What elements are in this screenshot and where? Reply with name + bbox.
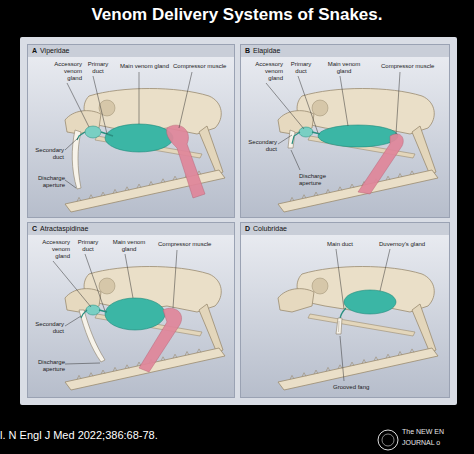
panel-header: DColubridae (241, 223, 449, 235)
part-label: Main venom gland (327, 61, 361, 75)
panel-title: Colubridae (253, 225, 287, 232)
figure-title: Venom Delivery Systems of Snakes. (0, 5, 474, 25)
journal-logo-text: The NEW EN (402, 428, 444, 435)
part-label: Discharge aperture (32, 359, 65, 373)
part-label: Compressor muscle (173, 63, 226, 70)
citation: l. N Engl J Med 2022;386:68-78. (0, 429, 158, 441)
journal-logo-text: JOURNAL o (402, 439, 440, 446)
panel: CAtractaspidinaeAccessory venom gland Pri… (27, 222, 235, 398)
part-label: Discharge aperture (299, 173, 333, 187)
panel-header: CAtractaspidinae (28, 223, 234, 235)
panel-title: Atractaspidinae (40, 225, 88, 232)
panel-letter: B (245, 47, 250, 54)
part-label: Main venom gland (120, 63, 169, 70)
part-label: Compressor muscle (381, 63, 434, 70)
panel: AViperidaeAccessory venom gland Primary d… (27, 44, 235, 218)
part-label: Secondary duct (32, 147, 64, 161)
part-label: Duvernoy's gland (379, 241, 425, 248)
panel-letter: D (245, 225, 250, 232)
part-label: Compressor muscle (158, 241, 211, 248)
part-label: Secondary duct (245, 139, 277, 153)
part-label: Secondary duct (32, 321, 64, 335)
part-label: Accessory venom gland (249, 61, 283, 82)
part-label: Primary duct (289, 61, 313, 75)
panel: BElapidaeAccessory venom gland Primary du… (240, 44, 450, 218)
part-label: Primary duct (86, 61, 110, 75)
part-label: Discharge aperture (32, 175, 65, 189)
panel: DColubridaeDuvernoy's gland Main ductGroo… (240, 222, 450, 398)
panel-title: Elapidae (253, 47, 280, 54)
panel-letter: C (32, 225, 37, 232)
panel-header: AViperidae (28, 45, 234, 57)
panel-title: Viperidae (40, 47, 69, 54)
part-label: Grooved fang (333, 384, 369, 391)
part-label: Main duct (327, 241, 353, 248)
part-label: Accessory venom gland (36, 239, 70, 260)
panel-header: BElapidae (241, 45, 449, 57)
part-label: Primary duct (76, 239, 100, 253)
part-label: Main venom gland (112, 239, 146, 253)
part-label: Accessory venom gland (50, 61, 82, 82)
panel-letter: A (32, 47, 37, 54)
